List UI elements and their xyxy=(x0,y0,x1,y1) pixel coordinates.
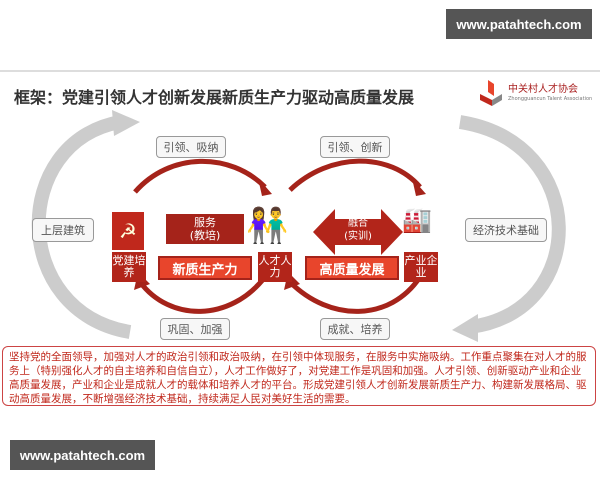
slide-title: 框架：党建引领人才创新发展新质生产力驱动高质量发展 xyxy=(14,88,415,107)
bottom-right-arrow xyxy=(288,275,423,314)
party-emblem-icon: ☭ xyxy=(112,212,144,250)
logo-icon xyxy=(480,80,502,106)
logo: 中关村人才协会 Zhongguancun Talent Association xyxy=(478,78,596,110)
right-arc-arrow xyxy=(458,115,566,334)
cycle-arrows xyxy=(31,110,566,342)
talent-handshake-icon: 👫 xyxy=(246,206,288,246)
label-top-right: 引领、创新 xyxy=(320,136,390,158)
node-talent: 人才人力 xyxy=(258,252,292,282)
left-arc-arrowhead xyxy=(112,110,140,136)
industry-factory-icon: 🏭 xyxy=(402,206,432,234)
node-service: 服务 (教培) xyxy=(166,214,244,244)
label-right-arc: 经济技术基础 xyxy=(465,218,547,242)
watermark-top: www.patahtech.com xyxy=(446,9,592,39)
node-fusion: 融合 (实训) xyxy=(344,218,372,242)
logo-subtitle: Zhongguancun Talent Association xyxy=(508,96,593,102)
label-top-left: 引领、吸纳 xyxy=(156,136,226,158)
slide: 框架：党建引领人才创新发展新质生产力驱动高质量发展 中关村人才协会 Zhongg… xyxy=(0,70,600,410)
node-new-productivity: 新质生产力 xyxy=(158,256,252,280)
description-text: 坚持党的全面领导，加强对人才的政治引领和政治吸纳，在引领中体现服务，在服务中实施… xyxy=(2,346,596,406)
node-industry: 产业企业 xyxy=(404,252,438,282)
right-arc-arrowhead xyxy=(452,314,478,342)
bottom-left-arrow xyxy=(138,275,267,314)
label-bottom-left: 巩固、加强 xyxy=(160,318,230,340)
top-right-arrow xyxy=(288,158,422,192)
node-high-quality: 高质量发展 xyxy=(305,256,399,280)
node-party: 党建培养 xyxy=(112,252,146,282)
watermark-bottom: www.patahtech.com xyxy=(10,440,155,470)
fusion-double-arrow xyxy=(313,209,403,255)
label-bottom-right: 成就、培养 xyxy=(320,318,390,340)
top-left-arrow xyxy=(133,158,267,194)
logo-name: 中关村人才协会 xyxy=(508,84,578,95)
label-left-arc: 上层建筑 xyxy=(32,218,94,242)
